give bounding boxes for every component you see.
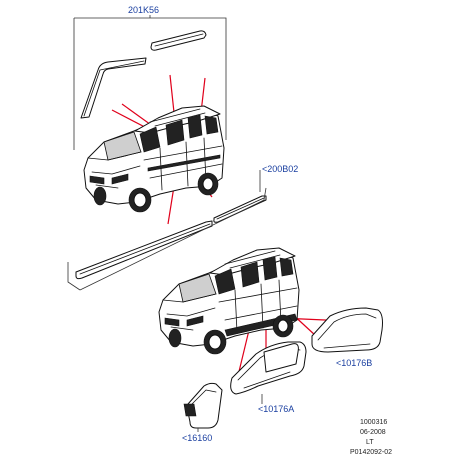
callout-16160[interactable]: <16160: [182, 433, 212, 443]
vehicle-illustration-bottom: [158, 247, 300, 355]
window-deflector-frame: [73, 17, 227, 150]
illustration-meta: 1000316 06-2008 LT P0142092-02: [350, 419, 392, 456]
model-code: LT: [366, 439, 374, 446]
rear-cladding-panel: [311, 307, 383, 353]
rear-window-deflector: [80, 57, 147, 119]
ref-number: 1000316: [360, 419, 387, 426]
illustration-id: P0142092-02: [350, 449, 392, 456]
vehicle-illustration-top: [83, 105, 225, 213]
callout-10176b[interactable]: <10176B: [336, 358, 372, 368]
side-moulding-long: [75, 220, 213, 280]
ref-date: 06-2008: [360, 429, 386, 436]
side-moulding-group: <200B02: [67, 164, 298, 291]
callout-10176a[interactable]: <10176A: [258, 404, 294, 414]
side-moulding-frame: [67, 170, 261, 291]
door-cladding-panel: [230, 341, 307, 395]
callout-201k56[interactable]: 201K56: [128, 5, 159, 15]
callout-200b02[interactable]: <200B02: [262, 164, 298, 174]
window-deflector-group: 201K56: [73, 5, 227, 150]
splash-guard: [183, 382, 223, 429]
